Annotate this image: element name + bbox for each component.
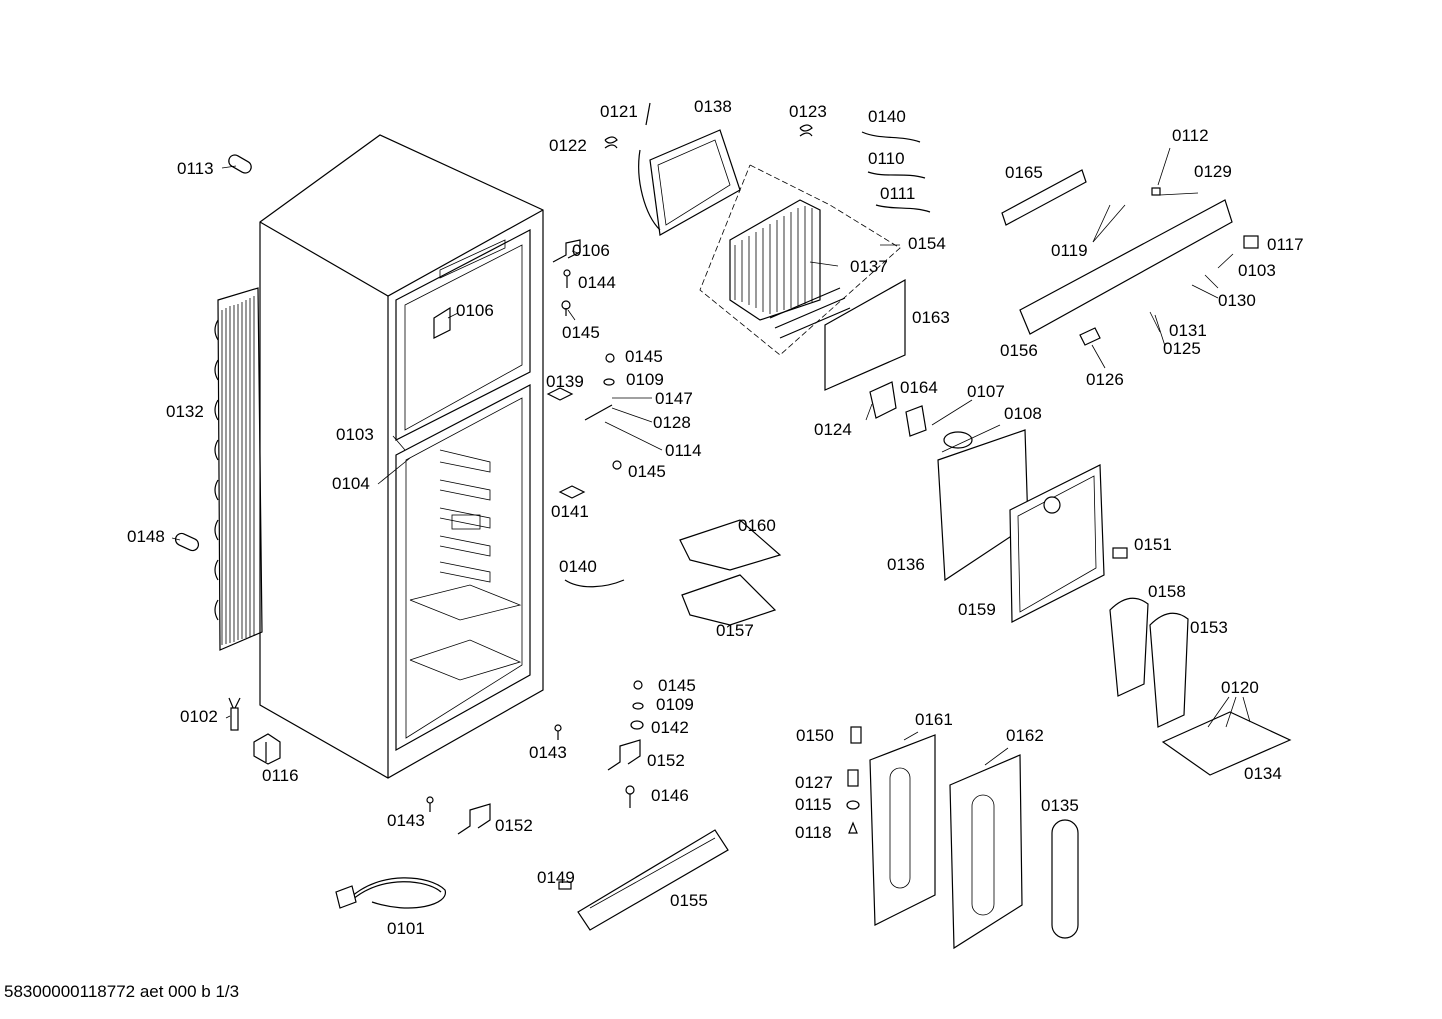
callout-0111: 0111 [880, 184, 916, 203]
callout-0101: 0101 [387, 919, 425, 938]
callout-0129: 0129 [1194, 162, 1232, 181]
callout-0108: 0108 [1004, 404, 1042, 423]
bracket-drawings [457, 739, 641, 835]
callout-0118: 0118 [795, 823, 832, 842]
callout-0131: 0131 [1169, 321, 1207, 340]
callout-0104: 0104 [332, 474, 370, 493]
panel-0138-drawing [638, 129, 741, 236]
callout-0160: 0160 [738, 516, 776, 535]
callout-0103-b: 0103 [1238, 261, 1276, 280]
callout-0113: 0113 [177, 159, 214, 178]
evaporator-drawing [699, 164, 901, 356]
screw-drawings [426, 724, 562, 812]
callout-0109-b: 0109 [656, 695, 694, 714]
callout-0145-d: 0145 [658, 676, 696, 695]
callout-0164: 0164 [900, 378, 938, 397]
door-liners-drawing [846, 726, 1079, 950]
leader-lines [171, 147, 1251, 766]
duct-0164-drawing [869, 381, 927, 437]
callout-0163: 0163 [912, 308, 950, 327]
callout-0143: 0143 [387, 811, 425, 830]
callout-0141: 0141 [551, 502, 589, 521]
callout-0103: 0103 [336, 425, 374, 444]
callout-0106-a: 0106 [572, 241, 610, 260]
callout-0114: 0114 [665, 441, 702, 460]
plate-0163-drawing [824, 278, 906, 391]
callout-0107: 0107 [967, 382, 1005, 401]
callout-0140: 0140 [868, 107, 906, 126]
callout-0132: 0132 [166, 402, 204, 421]
small-clips-drawing [604, 102, 813, 149]
small-parts-left-column [546, 239, 644, 808]
callout-0124: 0124 [814, 420, 852, 439]
callout-0120: 0120 [1221, 678, 1259, 697]
callout-0117: 0117 [1267, 235, 1304, 254]
callout-0143-b: 0143 [529, 743, 567, 762]
callout-0109-a: 0109 [626, 370, 664, 389]
callout-0145-c: 0145 [628, 462, 666, 481]
callout-0123: 0123 [789, 102, 827, 121]
callout-0162: 0162 [1006, 726, 1044, 745]
block-0116-drawing [253, 733, 281, 765]
callout-0119: 0119 [1051, 241, 1088, 260]
callout-0137: 0137 [850, 257, 888, 276]
callout-0116: 0116 [262, 766, 299, 785]
plate-0134-drawing [1161, 711, 1292, 776]
callout-0134: 0134 [1244, 764, 1282, 783]
callout-0152: 0152 [495, 816, 533, 835]
trays-0160-0157-drawing [679, 519, 782, 626]
callout-0135: 0135 [1041, 796, 1079, 815]
callout-0147: 0147 [655, 389, 693, 408]
filter-drier-drawing [228, 697, 241, 731]
callout-0152-b: 0152 [647, 751, 685, 770]
door-bins-0158-0153-drawing [1109, 597, 1189, 728]
callout-0139: 0139 [546, 372, 584, 391]
callout-0165: 0165 [1005, 163, 1043, 182]
callout-0157: 0157 [716, 621, 754, 640]
callout-0151: 0151 [1134, 535, 1172, 554]
callout-0112: 0112 [1172, 126, 1209, 145]
callout-0150: 0150 [796, 726, 834, 745]
callout-0130: 0130 [1218, 291, 1256, 310]
callout-0125: 0125 [1163, 339, 1201, 358]
capsule-drawings [174, 154, 252, 552]
panels-0136-0159-drawing [937, 429, 1128, 623]
condenser-drawing [214, 287, 263, 651]
callout-0154: 0154 [908, 234, 946, 253]
callout-0122: 0122 [549, 136, 587, 155]
callout-0128: 0128 [653, 413, 691, 432]
callout-0142: 0142 [651, 718, 689, 737]
callout-0149: 0149 [537, 868, 575, 887]
callout-0156: 0156 [1000, 341, 1038, 360]
callout-0161: 0161 [915, 710, 953, 729]
callout-0138: 0138 [694, 97, 732, 116]
callout-0127: 0127 [795, 773, 833, 792]
callout-0155: 0155 [670, 891, 708, 910]
grille-0155-drawing [558, 829, 729, 931]
callout-0159: 0159 [958, 600, 996, 619]
callout-0158: 0158 [1148, 582, 1186, 601]
callout-0153: 0153 [1190, 618, 1228, 637]
callout-0102: 0102 [180, 707, 218, 726]
callout-0144: 0144 [578, 273, 616, 292]
callout-0140-b: 0140 [559, 557, 597, 576]
control-panel-drawing [1001, 169, 1259, 346]
callout-0145-b: 0145 [625, 347, 663, 366]
wire-drawings [564, 131, 931, 588]
cabinet-drawing [259, 134, 544, 779]
document-id: 58300000118772 aet 000 b 1/3 [4, 982, 240, 1001]
callout-0110: 0110 [868, 149, 905, 168]
callout-0115: 0115 [795, 795, 832, 814]
callout-0148: 0148 [127, 527, 165, 546]
power-cord-drawing [335, 877, 446, 909]
callout-0136: 0136 [887, 555, 925, 574]
callout-0106-b: 0106 [456, 301, 494, 320]
callout-0146: 0146 [651, 786, 689, 805]
callout-0145-a: 0145 [562, 323, 600, 342]
callout-0121: 0121 [600, 102, 638, 121]
callout-0126: 0126 [1086, 370, 1124, 389]
